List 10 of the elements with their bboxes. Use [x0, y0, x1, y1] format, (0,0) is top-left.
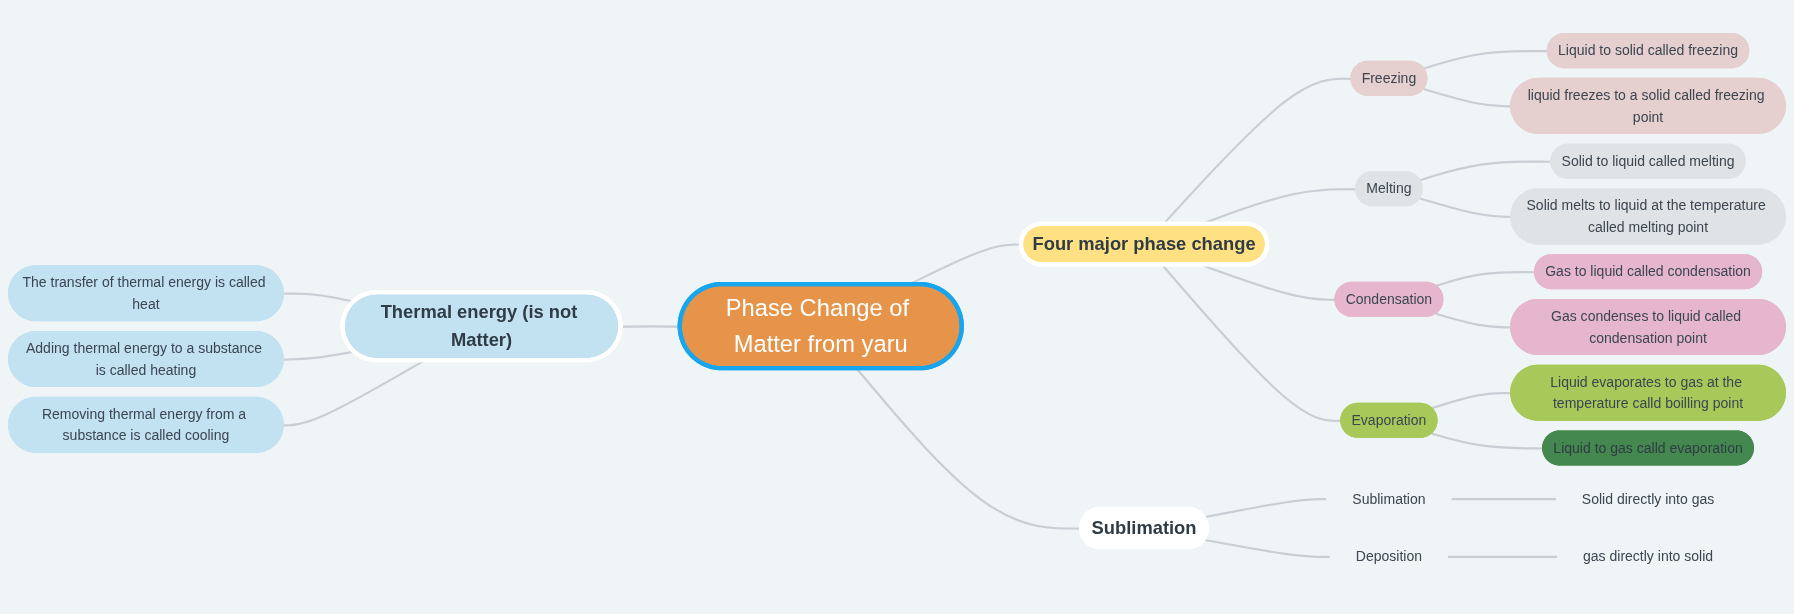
connector	[1451, 498, 1556, 501]
node-text: Solid directly into gas	[1581, 490, 1715, 508]
node-text: Deposition	[1355, 548, 1423, 565]
node-text: Sublimation	[1352, 490, 1426, 508]
connector	[1204, 538, 1330, 558]
connector	[1204, 498, 1327, 519]
node-text: gas directly into solid	[1582, 548, 1714, 565]
connector	[1447, 555, 1558, 558]
connector	[1423, 50, 1548, 70]
connector	[1435, 271, 1536, 287]
